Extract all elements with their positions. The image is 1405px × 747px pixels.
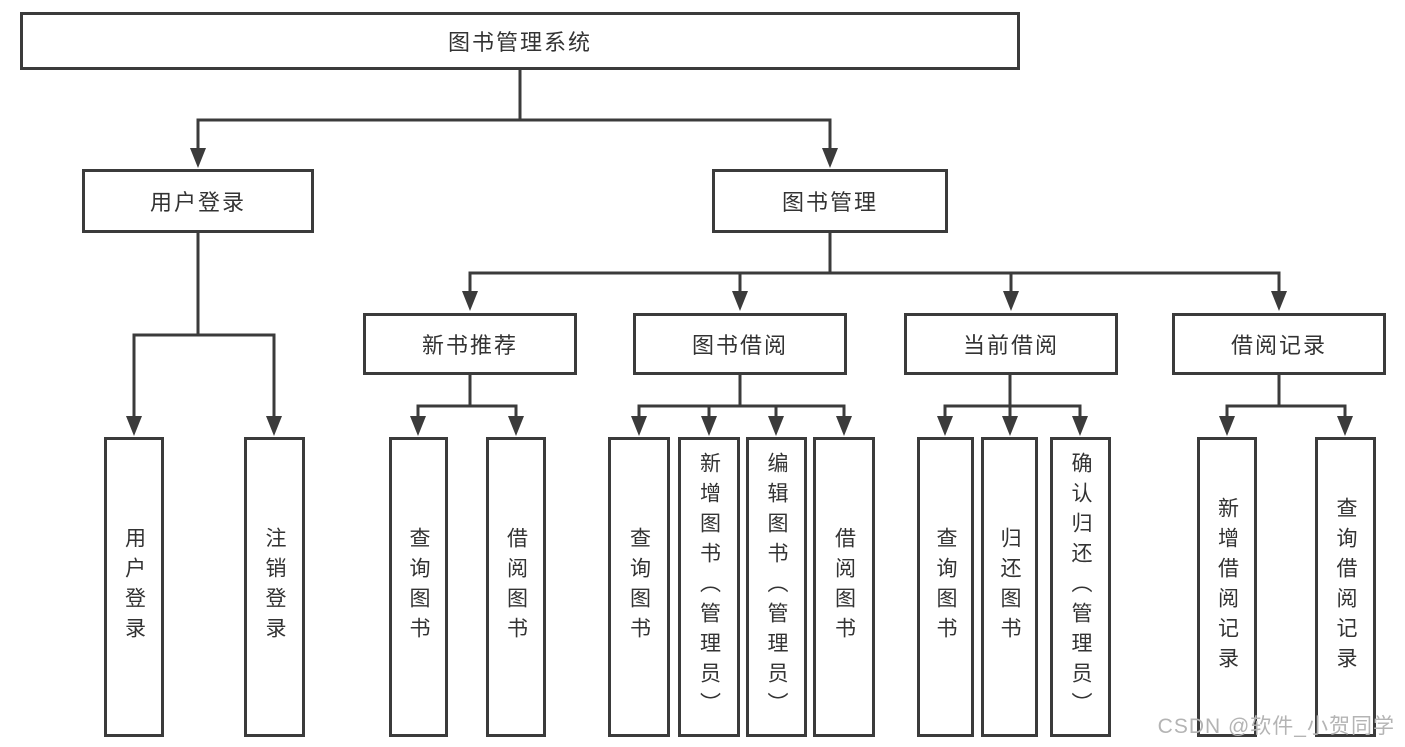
- node-leaf-user-login: 用户登录: [104, 437, 164, 737]
- node-leaf-return-books: 归还图书: [981, 437, 1038, 737]
- node-current-borrowing: 当前借阅: [904, 313, 1118, 375]
- node-leaf-query-books-2: 查询图书: [608, 437, 670, 737]
- node-leaf-add-books-admin: 新增图书（管理员）: [678, 437, 740, 737]
- node-leaf-edit-books-admin: 编辑图书（管理员）: [746, 437, 807, 737]
- node-leaf-borrow-books-2: 借阅图书: [813, 437, 875, 737]
- node-leaf-logout: 注销登录: [244, 437, 305, 737]
- node-book-borrowing: 图书借阅: [633, 313, 847, 375]
- node-leaf-query-books-3: 查询图书: [917, 437, 974, 737]
- node-borrowing-records: 借阅记录: [1172, 313, 1386, 375]
- node-leaf-query-borrow-record: 查询借阅记录: [1315, 437, 1376, 737]
- node-new-book-recommend: 新书推荐: [363, 313, 577, 375]
- csdn-watermark: CSDN @软件_小贺同学: [1157, 715, 1395, 738]
- node-book-management: 图书管理: [712, 169, 948, 233]
- node-leaf-borrow-books-1: 借阅图书: [486, 437, 546, 737]
- node-leaf-query-books-1: 查询图书: [389, 437, 448, 737]
- node-user-login: 用户登录: [82, 169, 314, 233]
- node-leaf-confirm-return-admin: 确认归还（管理员）: [1050, 437, 1111, 737]
- node-library-management-system: 图书管理系统: [20, 12, 1020, 70]
- node-leaf-add-borrow-record: 新增借阅记录: [1197, 437, 1257, 737]
